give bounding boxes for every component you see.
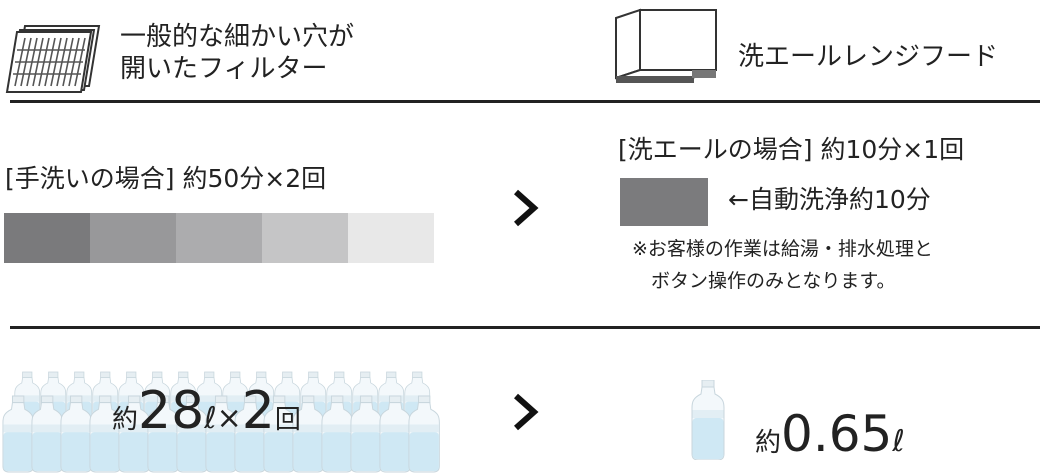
manual-wash-bar-segment bbox=[176, 213, 262, 263]
manual-wash-label: [手洗いの場合] 約50分×2回 bbox=[5, 164, 327, 193]
auto-wash-bar bbox=[620, 178, 708, 226]
divider-top bbox=[10, 100, 1040, 103]
water-bottle-icon bbox=[89, 395, 121, 473]
water-bottle-icon bbox=[31, 395, 63, 473]
manual-wash-bar-segment bbox=[348, 213, 434, 263]
auto-wash-note: ←自動洗浄約10分 bbox=[728, 185, 931, 214]
chevron-right-icon bbox=[510, 188, 540, 232]
auto-wash-label: [洗エールの場合] 約10分×1回 bbox=[618, 135, 965, 164]
water-bottle-icon bbox=[379, 395, 411, 473]
water-bottle-icon bbox=[2, 395, 34, 473]
water-manual-prefix: 約 bbox=[112, 405, 139, 435]
water-bottle-icon bbox=[691, 380, 725, 460]
water-bottle-icon bbox=[147, 395, 179, 473]
filter-title-line2: 開いたフィルター bbox=[120, 54, 328, 84]
rangehood-title: 洗エールレンジフード bbox=[738, 42, 999, 72]
water-auto-prefix: 約 bbox=[755, 428, 782, 458]
water-manual-suffix: 回 bbox=[274, 405, 301, 435]
water-manual-number: 28 bbox=[138, 381, 205, 441]
water-auto-amount: 約0.65ℓ bbox=[755, 404, 905, 464]
water-bottle-icon bbox=[176, 395, 208, 473]
manual-wash-bar-segment bbox=[262, 213, 348, 263]
water-auto-number: 0.65 bbox=[781, 405, 893, 463]
water-bottle-icon bbox=[408, 395, 440, 473]
water-bottle-icon bbox=[2, 371, 440, 473]
water-bottle-icon bbox=[691, 380, 725, 460]
range-hood-icon bbox=[612, 8, 722, 90]
water-bottle-icon bbox=[263, 395, 295, 473]
water-manual-amount: 約28ℓ×2回 bbox=[112, 380, 301, 442]
filter-stack-icon bbox=[5, 20, 105, 99]
manual-wash-bar-segment bbox=[4, 213, 90, 263]
water-manual-times: × bbox=[216, 401, 242, 436]
water-bottle-icon bbox=[118, 395, 150, 473]
water-manual-unit: ℓ bbox=[204, 401, 217, 436]
water-auto-unit: ℓ bbox=[892, 424, 905, 459]
water-bottle-icon bbox=[321, 395, 353, 473]
divider-bottom bbox=[10, 326, 1040, 329]
water-bottle-icon bbox=[292, 395, 324, 473]
footnote-line2: ボタン操作のみとなります。 bbox=[651, 270, 896, 292]
manual-wash-bar-segment bbox=[90, 213, 176, 263]
water-bottle-icon bbox=[60, 395, 92, 473]
footnote-line1: ※お客様の作業は給湯・排水処理と bbox=[632, 238, 933, 260]
chevron-right-icon bbox=[510, 392, 540, 436]
filter-title-line1: 一般的な細かい穴が bbox=[120, 22, 355, 52]
water-bottle-icon bbox=[205, 395, 237, 473]
water-manual-count: 2 bbox=[241, 381, 275, 441]
